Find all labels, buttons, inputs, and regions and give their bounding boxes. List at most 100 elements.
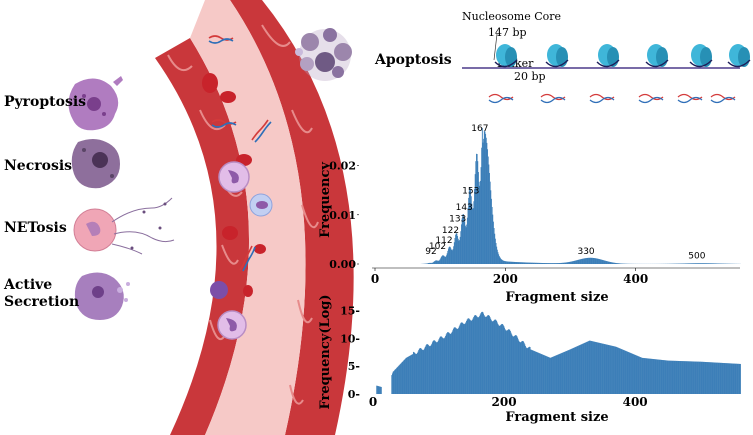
chart1-bar bbox=[448, 248, 449, 264]
chart2-bar bbox=[438, 339, 440, 394]
chart1-bar bbox=[567, 262, 569, 264]
chart2-bar bbox=[472, 318, 474, 394]
chart1-bar bbox=[542, 263, 544, 264]
chart1-bar bbox=[446, 253, 448, 264]
chart2-bar bbox=[626, 351, 628, 394]
chart2-bar bbox=[430, 346, 431, 394]
chart2-bar bbox=[498, 325, 500, 394]
chart2-bar bbox=[681, 361, 682, 394]
chart2-bar bbox=[696, 361, 698, 394]
chart2-bar bbox=[648, 358, 650, 394]
chart2-bar bbox=[647, 358, 649, 394]
chart1-bar bbox=[573, 260, 575, 264]
chart2-bar bbox=[717, 362, 719, 394]
chart1-y-tick-label: 0.02 bbox=[329, 160, 356, 173]
chart1-bar bbox=[439, 259, 441, 264]
chart2-bar bbox=[485, 316, 487, 394]
chart2-bar bbox=[648, 358, 650, 394]
chart2-bar bbox=[395, 368, 397, 394]
chart2-bar bbox=[506, 330, 508, 394]
chart2-bar bbox=[443, 338, 445, 394]
chart2-bar bbox=[620, 348, 621, 394]
chart1-bar bbox=[714, 263, 716, 264]
chart2-bar bbox=[409, 355, 410, 394]
chart1-bar bbox=[498, 254, 500, 264]
dna-fragment-icon bbox=[540, 93, 566, 104]
chart1-peak-label: 102 bbox=[429, 242, 446, 252]
netosis-cell-icon bbox=[73, 197, 175, 255]
chart1-bar bbox=[566, 262, 568, 264]
chart1-bar bbox=[557, 263, 559, 264]
chart2-bar bbox=[447, 332, 449, 394]
chart1-bar bbox=[595, 258, 597, 264]
chart2-bar bbox=[426, 344, 427, 394]
chart1-bar bbox=[483, 138, 485, 264]
chart1-bar bbox=[472, 208, 474, 264]
chart1-bar bbox=[573, 261, 575, 264]
chart2-bar bbox=[514, 335, 516, 394]
chart2-bar bbox=[679, 361, 680, 394]
chart2-bar bbox=[515, 335, 517, 394]
chart2-bar bbox=[515, 335, 517, 394]
chart1-bar bbox=[505, 261, 507, 264]
chart2-bar bbox=[690, 361, 692, 394]
chart2-bar bbox=[509, 329, 511, 394]
chart2-bar bbox=[629, 352, 631, 394]
chart2-bar bbox=[595, 341, 597, 394]
chart2-bar bbox=[462, 323, 464, 394]
chart2-bar bbox=[416, 352, 418, 394]
chart1-bar bbox=[467, 207, 469, 264]
chart1-bar bbox=[575, 260, 577, 264]
chart1-bar bbox=[563, 262, 565, 264]
label-active-secretion-line2: Secretion bbox=[4, 294, 79, 310]
chart1-bar bbox=[471, 203, 473, 264]
chart2-bar bbox=[608, 345, 610, 394]
chart1-bar bbox=[486, 142, 488, 264]
chart2-bar bbox=[439, 337, 441, 394]
chart2-bar bbox=[702, 361, 704, 394]
chart2-bar bbox=[693, 361, 695, 394]
chart2-bar bbox=[621, 349, 623, 394]
chart1-bar bbox=[614, 262, 616, 264]
chart1-bar bbox=[428, 262, 430, 264]
chart2-bar bbox=[673, 360, 675, 394]
chart1-bar bbox=[438, 260, 440, 264]
chart2-bar bbox=[530, 349, 532, 394]
chart2-bar bbox=[433, 340, 435, 394]
chart2-bar bbox=[660, 359, 661, 394]
chart1-bar bbox=[700, 263, 702, 264]
chart1-bar bbox=[594, 258, 596, 264]
chart1-bar bbox=[435, 260, 437, 264]
chart2-x-tick-label: 0 bbox=[369, 395, 377, 409]
chart1-bar bbox=[580, 259, 582, 264]
chart2-bar bbox=[449, 333, 450, 394]
chart1-bar bbox=[442, 255, 444, 264]
chart2-bar bbox=[410, 355, 412, 394]
chart2-bar bbox=[431, 343, 433, 394]
chart1-y-tick-label: 0.00 bbox=[329, 258, 356, 271]
chart2-bar bbox=[574, 347, 576, 394]
chart2-bar bbox=[461, 322, 463, 394]
chart1-bar bbox=[476, 154, 478, 264]
chart2-bar bbox=[488, 315, 490, 394]
chart2-bar bbox=[459, 324, 461, 394]
chart2-bar bbox=[511, 335, 513, 394]
chart1-peak-label: 143 bbox=[456, 203, 473, 213]
chart2-bar bbox=[598, 342, 600, 394]
chart2-bar bbox=[414, 353, 416, 394]
chart1-bar bbox=[691, 263, 693, 264]
chart1-bar bbox=[694, 263, 696, 264]
linker-bp: 20 bp bbox=[514, 70, 546, 83]
chart1-bar bbox=[475, 161, 477, 264]
chart1-bar bbox=[501, 259, 503, 264]
chart1-bar bbox=[481, 147, 483, 264]
chart1-bar bbox=[470, 196, 472, 264]
chart2-bar bbox=[547, 357, 549, 394]
chart2-bar bbox=[737, 363, 739, 394]
chart2-bar bbox=[730, 363, 732, 394]
chart2-bar bbox=[411, 354, 413, 394]
chart2-bar bbox=[676, 360, 678, 394]
chart2-bar bbox=[540, 353, 542, 394]
chart2-bar bbox=[634, 354, 636, 394]
chart2-bar bbox=[409, 355, 411, 394]
